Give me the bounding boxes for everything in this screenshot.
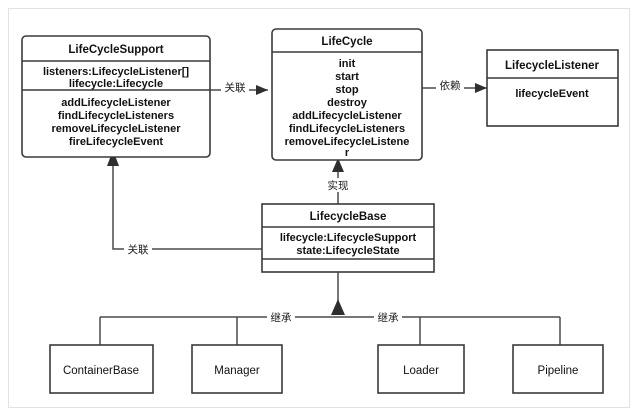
class-method-remove-lifecycle-listener: removeLifecycleListene [285,136,410,148]
class-box-pipeline[interactable]: Pipeline [512,344,604,394]
class-method-find-lifecycle-listeners: findLifecycleListeners [58,110,174,122]
class-title-lifecycle: LifeCycle [321,36,372,48]
edge-label-support-to-lifecycle: 关联 [221,80,249,94]
class-box-lifecycle-listener[interactable]: LifecycleListener lifecycleEvent [486,49,619,127]
class-box-lifecycle-support[interactable]: LifeCycleSupport listeners:LifecycleList… [21,35,211,158]
class-title-lifecycle-listener: LifecycleListener [505,60,599,72]
edge-label-inheritance-right: 继承 [378,311,399,324]
class-attr-state: state:LifecycleState [296,245,399,257]
class-method-destroy: destroy [327,97,368,109]
class-attr-lifecycle: lifecycle:Lifecycle [69,78,163,90]
edge-label-base-to-support: 关联 [124,242,152,256]
edge-label-dependency: 依赖 [440,79,461,92]
edge-label-association-2: 关联 [128,243,149,256]
class-method-lifecycle-event: lifecycleEvent [515,88,589,100]
class-method-add-lifecycle-listener: addLifecycleListener [292,110,402,122]
class-method-start: start [335,71,359,83]
class-box-lifecycle[interactable]: LifeCycle init start stop destroy addLif… [271,28,423,161]
class-box-lifecycle-base[interactable]: LifecycleBase lifecycle:LifecycleSupport… [261,203,435,273]
class-box-container-base[interactable]: ContainerBase [49,344,154,394]
edge-label-inherit-left: 继承 [267,310,295,324]
edge-inheritance-bus [99,272,561,345]
class-method-find-lifecycle-listeners: findLifecycleListeners [289,123,405,135]
class-method-init: init [339,58,356,70]
class-method-add-lifecycle-listener: addLifecycleListener [61,97,171,109]
class-attr-lifecycle-support: lifecycle:LifecycleSupport [280,232,417,244]
class-method-remove-lifecycle-listener: removeLifecycleListener [51,123,181,135]
class-box-manager[interactable]: Manager [191,344,283,394]
edge-label-base-to-lifecycle: 实现 [324,178,352,192]
class-title-loader: Loader [403,365,439,377]
class-title-pipeline: Pipeline [538,365,579,377]
class-method-remove-lifecycle-listener-wrap: r [345,147,350,159]
edge-base-to-support [107,150,262,250]
class-method-stop: stop [335,84,359,96]
edge-label-association-1: 关联 [225,81,246,94]
edge-label-inherit-right: 继承 [374,310,402,324]
class-box-loader[interactable]: Loader [377,344,465,394]
edge-label-lifecycle-to-listener: 依赖 [436,78,464,92]
edge-label-inheritance-left: 继承 [271,311,292,324]
class-attr-listeners: listeners:LifecycleListener[] [43,66,189,78]
class-title-container-base: ContainerBase [63,365,139,377]
class-title-lifecycle-base: LifecycleBase [310,211,387,223]
edge-label-realization: 实现 [328,179,349,192]
class-title-lifecycle-support: LifeCycleSupport [68,44,163,56]
class-method-fire-lifecycle-event: fireLifecycleEvent [69,136,163,148]
class-title-manager: Manager [214,365,260,377]
